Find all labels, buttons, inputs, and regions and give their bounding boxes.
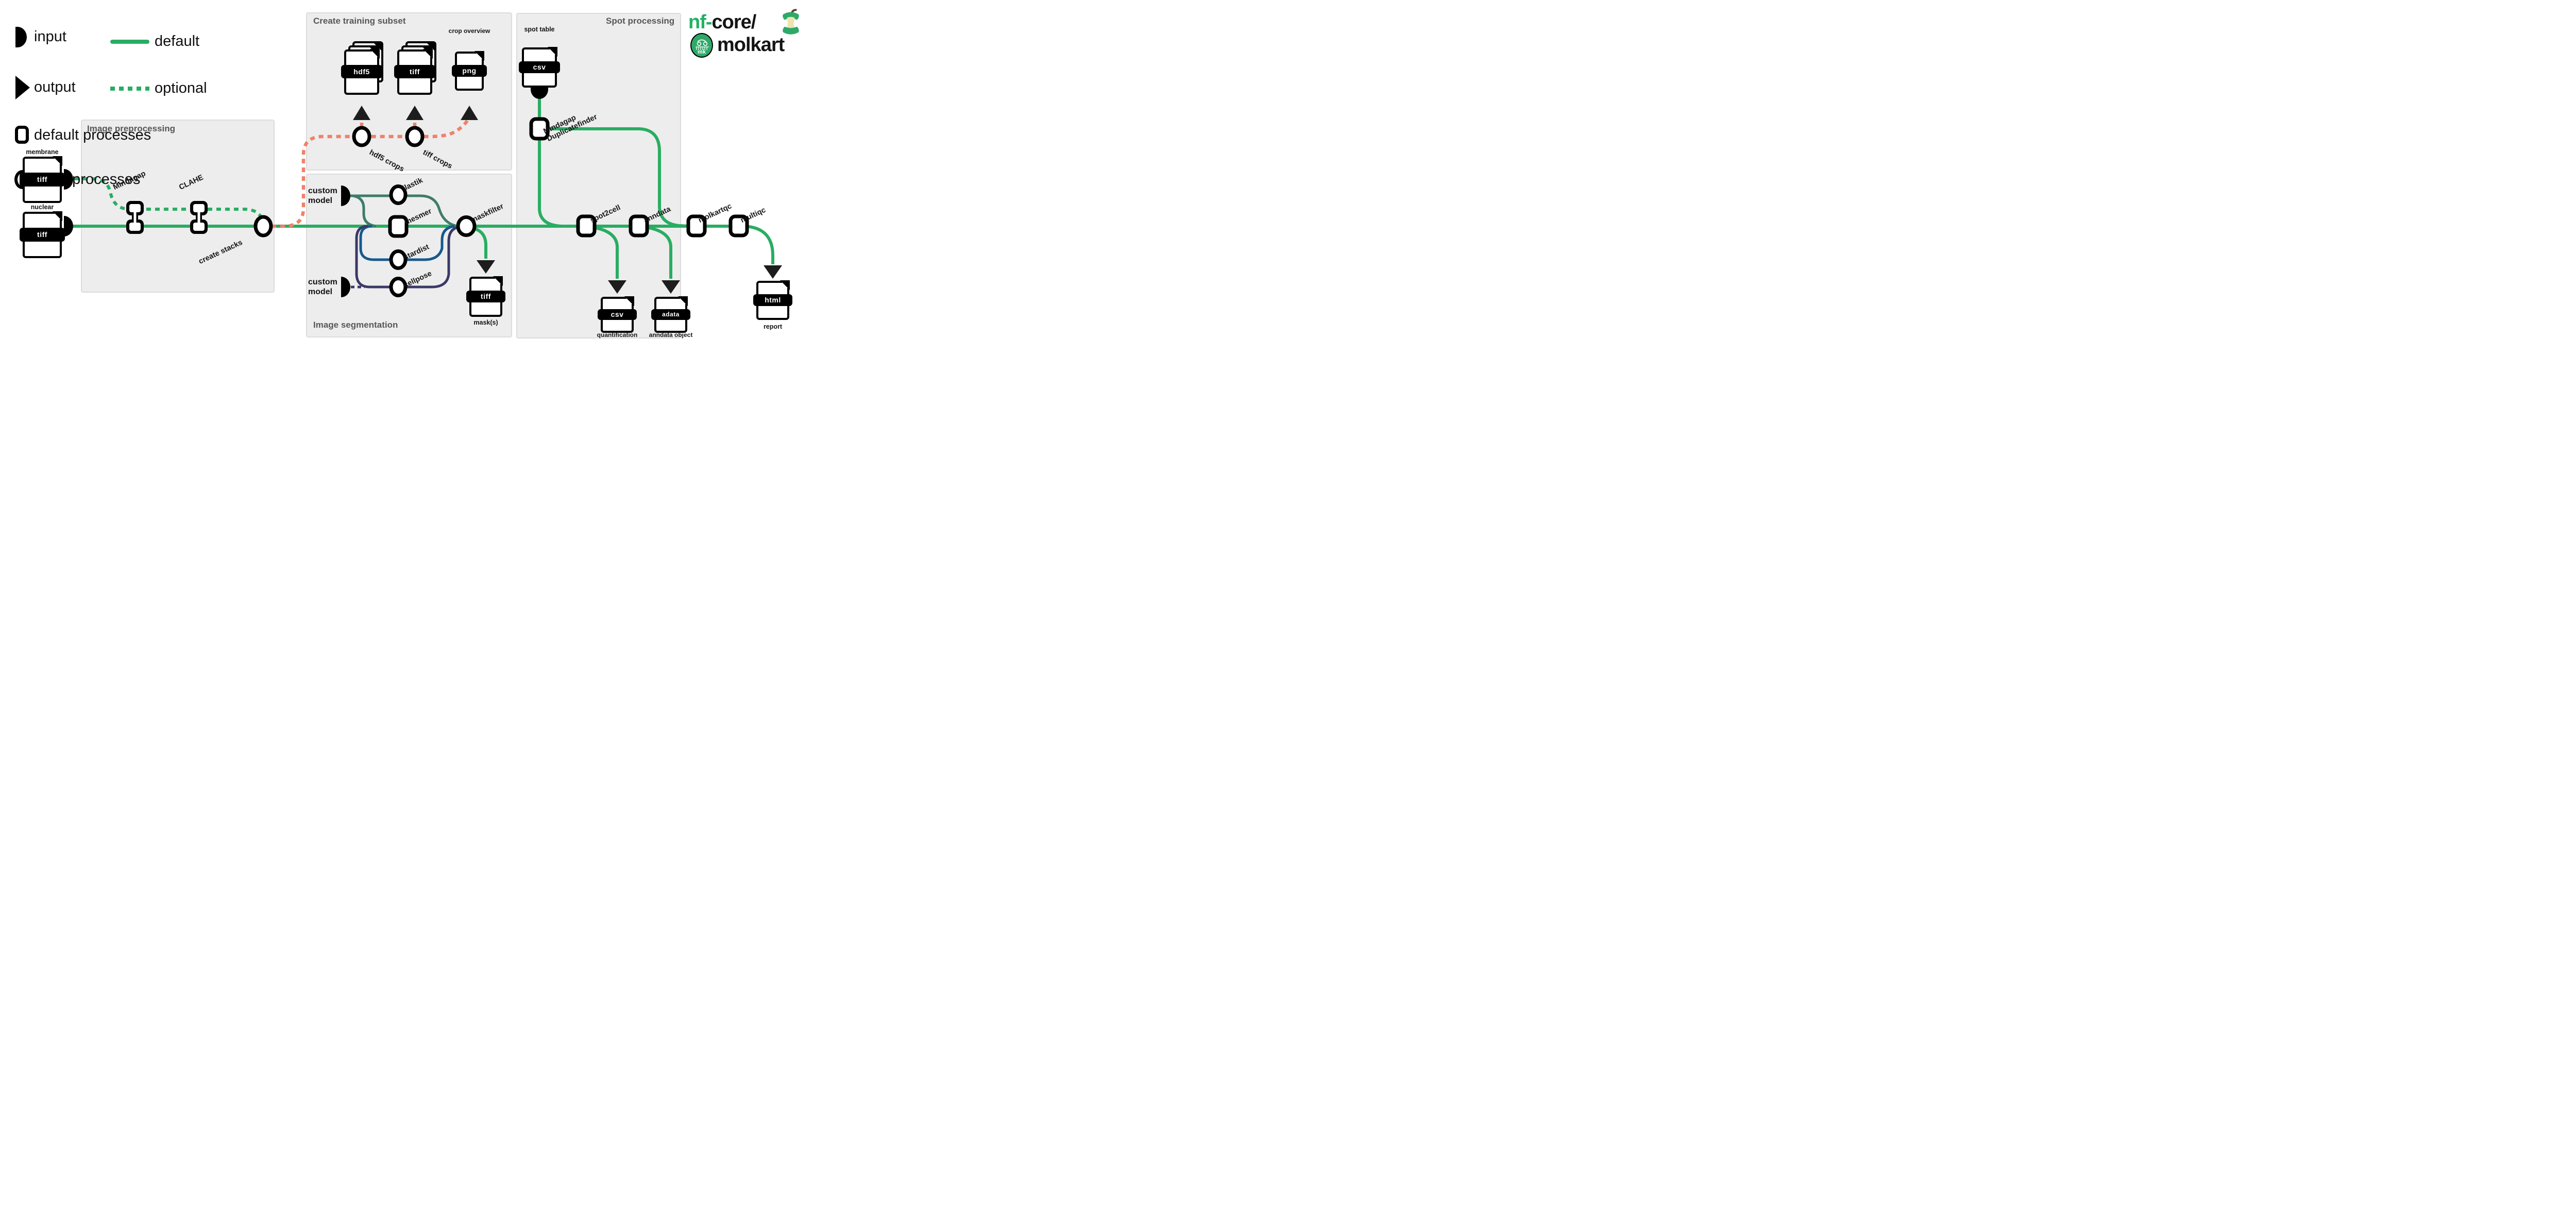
- spot-table-label: spot table: [524, 26, 555, 33]
- png-file-type: png: [452, 64, 487, 77]
- spot-table-input-icon: [531, 88, 548, 99]
- hdf5-output-triangle: [353, 106, 370, 120]
- node-create-stacks: [253, 215, 273, 238]
- quantification-label: quantification: [597, 331, 638, 339]
- node-anndata: [629, 214, 649, 238]
- node-cellpose: [389, 277, 408, 297]
- legend-input-label: input: [34, 28, 66, 45]
- mask-file-icon: tiff: [466, 276, 505, 317]
- mask-file-type: tiff: [466, 290, 505, 302]
- tiff-crops-file-type: tiff: [394, 64, 435, 79]
- quantification-output-triangle: [608, 280, 626, 294]
- crop-overview-file-icon: png: [452, 51, 487, 91]
- node-hdf5-crops: [352, 126, 371, 147]
- custom-model-top-label: custom model: [308, 187, 337, 205]
- membrane-label: membrane: [26, 148, 59, 156]
- molkart-logo-text: molkart: [717, 34, 785, 56]
- edge-training-subset: [272, 119, 469, 228]
- edge-quantification-out: [592, 226, 619, 279]
- legend-optional-line-icon: [110, 87, 149, 91]
- node-clahe: [190, 201, 208, 234]
- connector-layer: [72, 98, 782, 297]
- node-stardist: [389, 249, 408, 270]
- nuclear-label: nuclear: [30, 204, 54, 211]
- legend-input-icon: [15, 27, 27, 47]
- custom-model-bottom-input-icon: [341, 277, 350, 297]
- hdf5-crops-file-icon: hdf5: [341, 49, 382, 95]
- edge-ilastik: [350, 194, 456, 227]
- nf-core-logo-text: nf-core/: [688, 11, 756, 33]
- zone-title-training: Create training subset: [313, 16, 406, 26]
- node-duplicatefinder: [529, 117, 550, 141]
- mk-badge-text: mk: [698, 49, 706, 55]
- membrane-file-type: tiff: [20, 172, 65, 187]
- membrane-input-icon: [64, 169, 73, 190]
- png-output-triangle: [461, 106, 478, 120]
- quantification-file-type: csv: [598, 309, 637, 320]
- hdf5-file-type: hdf5: [341, 64, 382, 79]
- edge-duplicatefinder-qc: [548, 127, 691, 228]
- tiff-output-triangle: [406, 106, 423, 120]
- edge-mask-output: [472, 227, 487, 259]
- zone-title-segmentation: Image segmentation: [313, 320, 398, 330]
- custom-model-top-input-icon: [341, 185, 350, 206]
- legend-default-process-label: default processes: [34, 127, 151, 143]
- mask-output-triangle: [477, 260, 495, 274]
- report-file-type: html: [753, 294, 792, 306]
- logo-prefix: nf-: [688, 11, 713, 33]
- legend-default-line-label: default: [155, 33, 200, 49]
- zone-title-spot: Spot processing: [606, 16, 675, 26]
- pipeline-diagram: Image preprocessing Create training subs…: [0, 0, 808, 340]
- anndata-output-triangle: [662, 280, 680, 294]
- node-spot2cell: [576, 214, 597, 238]
- node-mesmer: [388, 215, 409, 238]
- node-molkartqc: [686, 214, 707, 238]
- report-label: report: [763, 323, 783, 330]
- report-output-triangle: [764, 265, 782, 279]
- spot-table-file-type: csv: [519, 61, 560, 73]
- nuclear-file-type: tiff: [20, 227, 65, 242]
- mk-badge-icon: mk: [690, 33, 713, 58]
- legend-output-label: output: [34, 79, 76, 95]
- node-maskfilter: [456, 215, 477, 237]
- tiff-crops-file-icon: tiff: [394, 49, 435, 95]
- legend-default-process-icon: [15, 126, 29, 144]
- node-multiqc: [728, 214, 749, 238]
- nuclear-file-icon: tiff: [20, 211, 65, 258]
- legend-output-icon: [15, 76, 30, 99]
- node-ilastik: [389, 184, 408, 205]
- anndata-object-label: anndata object: [649, 331, 693, 339]
- membrane-file-icon: tiff: [20, 156, 65, 203]
- node-mindagap: [126, 201, 144, 234]
- anndata-file-type: adata: [651, 309, 690, 320]
- edge-membrane-optional: [74, 177, 264, 220]
- apple-core-icon: [783, 9, 799, 35]
- zone-image-preprocessing: [81, 120, 275, 293]
- edge-anndata-out: [646, 226, 672, 279]
- edge-ilastik-branch: [352, 194, 377, 228]
- zone-title-preprocessing: Image preprocessing: [87, 124, 176, 133]
- nuclear-input-icon: [64, 216, 73, 236]
- custom-model-bottom-label: custom model: [308, 278, 337, 296]
- spot-table-file-icon: csv: [519, 47, 560, 88]
- logo-core: core/: [711, 11, 757, 33]
- edge-duplicatefinder-down: [538, 138, 562, 228]
- anndata-file-icon: adata: [651, 296, 690, 333]
- quantification-file-icon: csv: [598, 296, 637, 333]
- legend-default-line-icon: [110, 40, 149, 44]
- node-tiff-crops: [405, 126, 425, 147]
- legend-optional-line-label: optional: [155, 80, 207, 96]
- mask-label: mask(s): [473, 319, 498, 326]
- report-file-icon: html: [753, 280, 792, 320]
- crop-overview-label: crop overview: [448, 27, 490, 35]
